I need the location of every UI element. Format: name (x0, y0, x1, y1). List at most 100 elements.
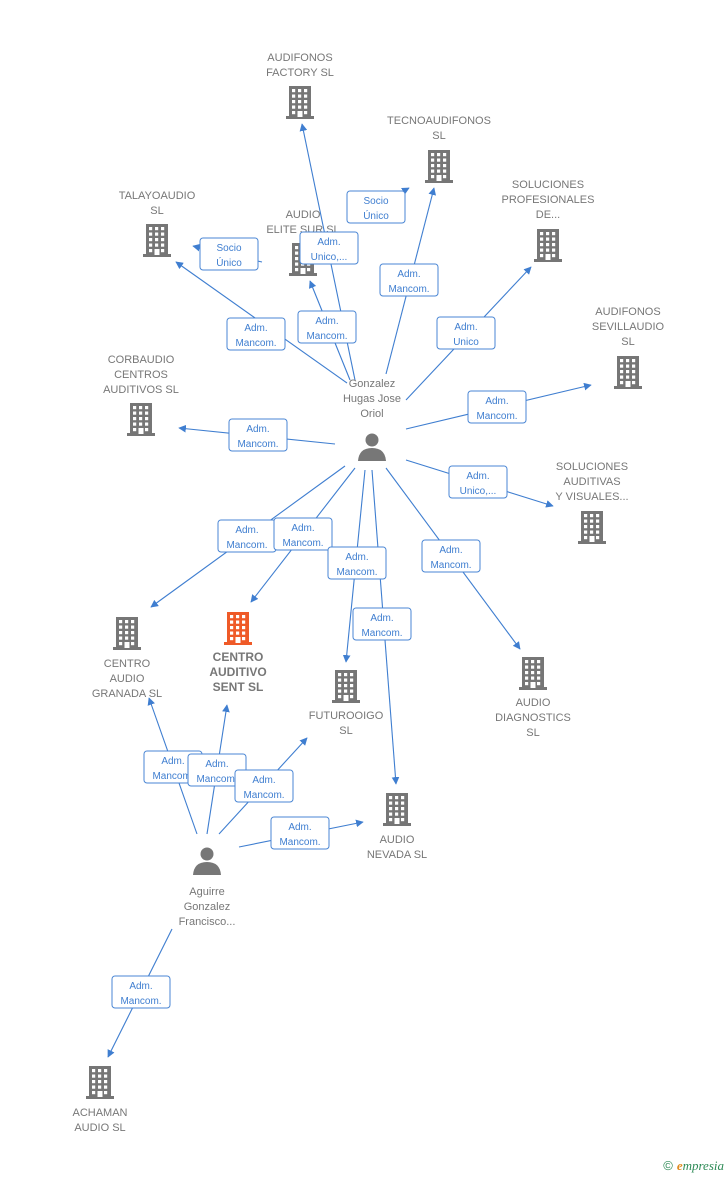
node-talayoaudio[interactable]: TALAYOAUDIO SL (119, 190, 196, 257)
edge-label-text: Adm. (246, 424, 269, 435)
brand-initial: e (676, 1158, 683, 1173)
edge-label-6: Adm.Unico (436, 316, 496, 350)
building-icon (224, 612, 252, 645)
node-label-line: TECNOAUDIFONOS (387, 115, 491, 127)
edge-label-box (226, 317, 286, 351)
edge-label-text: Mancom. (237, 439, 278, 450)
node-label-line: Hugas Jose (343, 393, 401, 405)
edge-label-text: Adm. (161, 756, 184, 767)
node-label-line: AUDITIVAS (563, 476, 620, 488)
building-icon (519, 657, 547, 690)
edge-label-text: Socio (363, 196, 388, 207)
node-label-line: TALAYOAUDIO (119, 190, 196, 202)
edge-label-text: Mancom. (243, 790, 284, 801)
node-label-line: Y VISUALES... (555, 491, 628, 503)
edge-label-5: Adm.Mancom. (297, 310, 357, 344)
edge-label-text: Mancom. (476, 411, 517, 422)
edge-label-text: Adm. (345, 552, 368, 563)
node-achaman_audio[interactable]: ACHAMAN AUDIO SL (72, 1066, 128, 1134)
edge-label-14: Adm.Mancom. (352, 607, 412, 641)
building-icon (578, 511, 606, 544)
edge-label-box (199, 237, 259, 271)
edge-label-13: Adm. Mancom. (421, 539, 481, 573)
edge-label-text: Mancom. (120, 996, 161, 1007)
node-label-line: Oriol (360, 408, 383, 420)
edge-label-18: Adm.Mancom. (270, 816, 330, 850)
edge-label-box (379, 263, 439, 297)
edge-label-text: Adm. (466, 471, 489, 482)
edge-label-box (273, 517, 333, 551)
edge-label-9: Adm. Unico,... (448, 465, 508, 499)
node-label-line: CENTROS (114, 369, 168, 381)
node-label-line: Francisco... (179, 916, 236, 928)
node-label-line: DIAGNOSTICS (495, 712, 571, 724)
edge-label-17: Adm.Mancom. (234, 769, 294, 803)
building-icon (383, 793, 411, 826)
edge-label-text: Único (363, 209, 389, 222)
edge-label-text: Mancom. (152, 771, 193, 782)
node-label-line: FUTUROOIGO (309, 710, 384, 722)
building-icon (614, 356, 642, 389)
edge-label-text: Adm. (315, 316, 338, 327)
edge-label-text: Unico (453, 337, 479, 348)
edge-label-16: Adm.Mancom. (187, 753, 247, 787)
edge-label-text: Adm. (439, 545, 462, 556)
edge-label-text: Socio (216, 243, 241, 254)
edge-label-3: Adm.Mancom. (379, 263, 439, 297)
edge-label-text: Unico,... (460, 486, 497, 497)
edge-label-text: Mancom. (196, 774, 237, 785)
edge-label-text: Mancom. (336, 567, 377, 578)
node-label-line: DE... (536, 209, 560, 221)
edge-label-4: Adm.Mancom. (226, 317, 286, 351)
node-label-line: PROFESIONALES (502, 194, 595, 206)
node-label-line: ACHAMAN (72, 1107, 127, 1119)
edge-label-text: Adm. (244, 323, 267, 334)
node-label-line: AUDIO (380, 834, 415, 846)
node-aguirre[interactable]: AguirreGonzalezFrancisco... (179, 847, 236, 929)
building-icon (143, 224, 171, 257)
edge-label-text: Adm. (291, 523, 314, 534)
node-corbaudio[interactable]: CORBAUDIO CENTROS AUDITIVOS SL (103, 354, 179, 436)
node-soluciones_profesionales[interactable]: SOLUCIONESPROFESIONALESDE... (502, 179, 595, 262)
edge-label-box (228, 418, 288, 452)
edge-label-box (299, 231, 359, 265)
node-label-line: CORBAUDIO (108, 354, 175, 366)
edge-label-box (297, 310, 357, 344)
edge-label-19: Adm.Mancom. (111, 975, 171, 1009)
edge-label-box (234, 769, 294, 803)
node-label-line: AUDITIVO (209, 665, 266, 679)
node-label-line: CENTRO (213, 650, 264, 664)
edge-label-text: Mancom. (361, 628, 402, 639)
edge-label-0: Adm. Unico,... (299, 231, 359, 265)
edge-label-text: Mancom. (388, 284, 429, 295)
node-audio_nevada[interactable]: AUDIO NEVADA SL (367, 793, 427, 861)
edge-label-text: Mancom. (430, 560, 471, 571)
edge-label-box (346, 190, 406, 224)
node-label-line: SEVILLAUDIO (592, 321, 665, 333)
copyright-symbol: © (663, 1158, 673, 1173)
edge-label-text: Unico,... (311, 252, 348, 263)
edge-label-7: Adm. Mancom. (467, 390, 527, 424)
node-label-line: AUDITIVOS SL (103, 384, 179, 396)
edge-label-11: Adm.Mancom. (273, 517, 333, 551)
node-label-line: SL (150, 205, 163, 217)
building-icon (286, 86, 314, 119)
node-label-line: GRANADA SL (92, 688, 162, 700)
node-label-line: AUDIO SL (74, 1122, 125, 1134)
node-label-line: NEVADA SL (367, 849, 427, 861)
edge-label-text: Adm. (485, 396, 508, 407)
building-icon (86, 1066, 114, 1099)
edge-label-text: Adm. (317, 237, 340, 248)
node-label-line: AUDIO (110, 673, 145, 685)
